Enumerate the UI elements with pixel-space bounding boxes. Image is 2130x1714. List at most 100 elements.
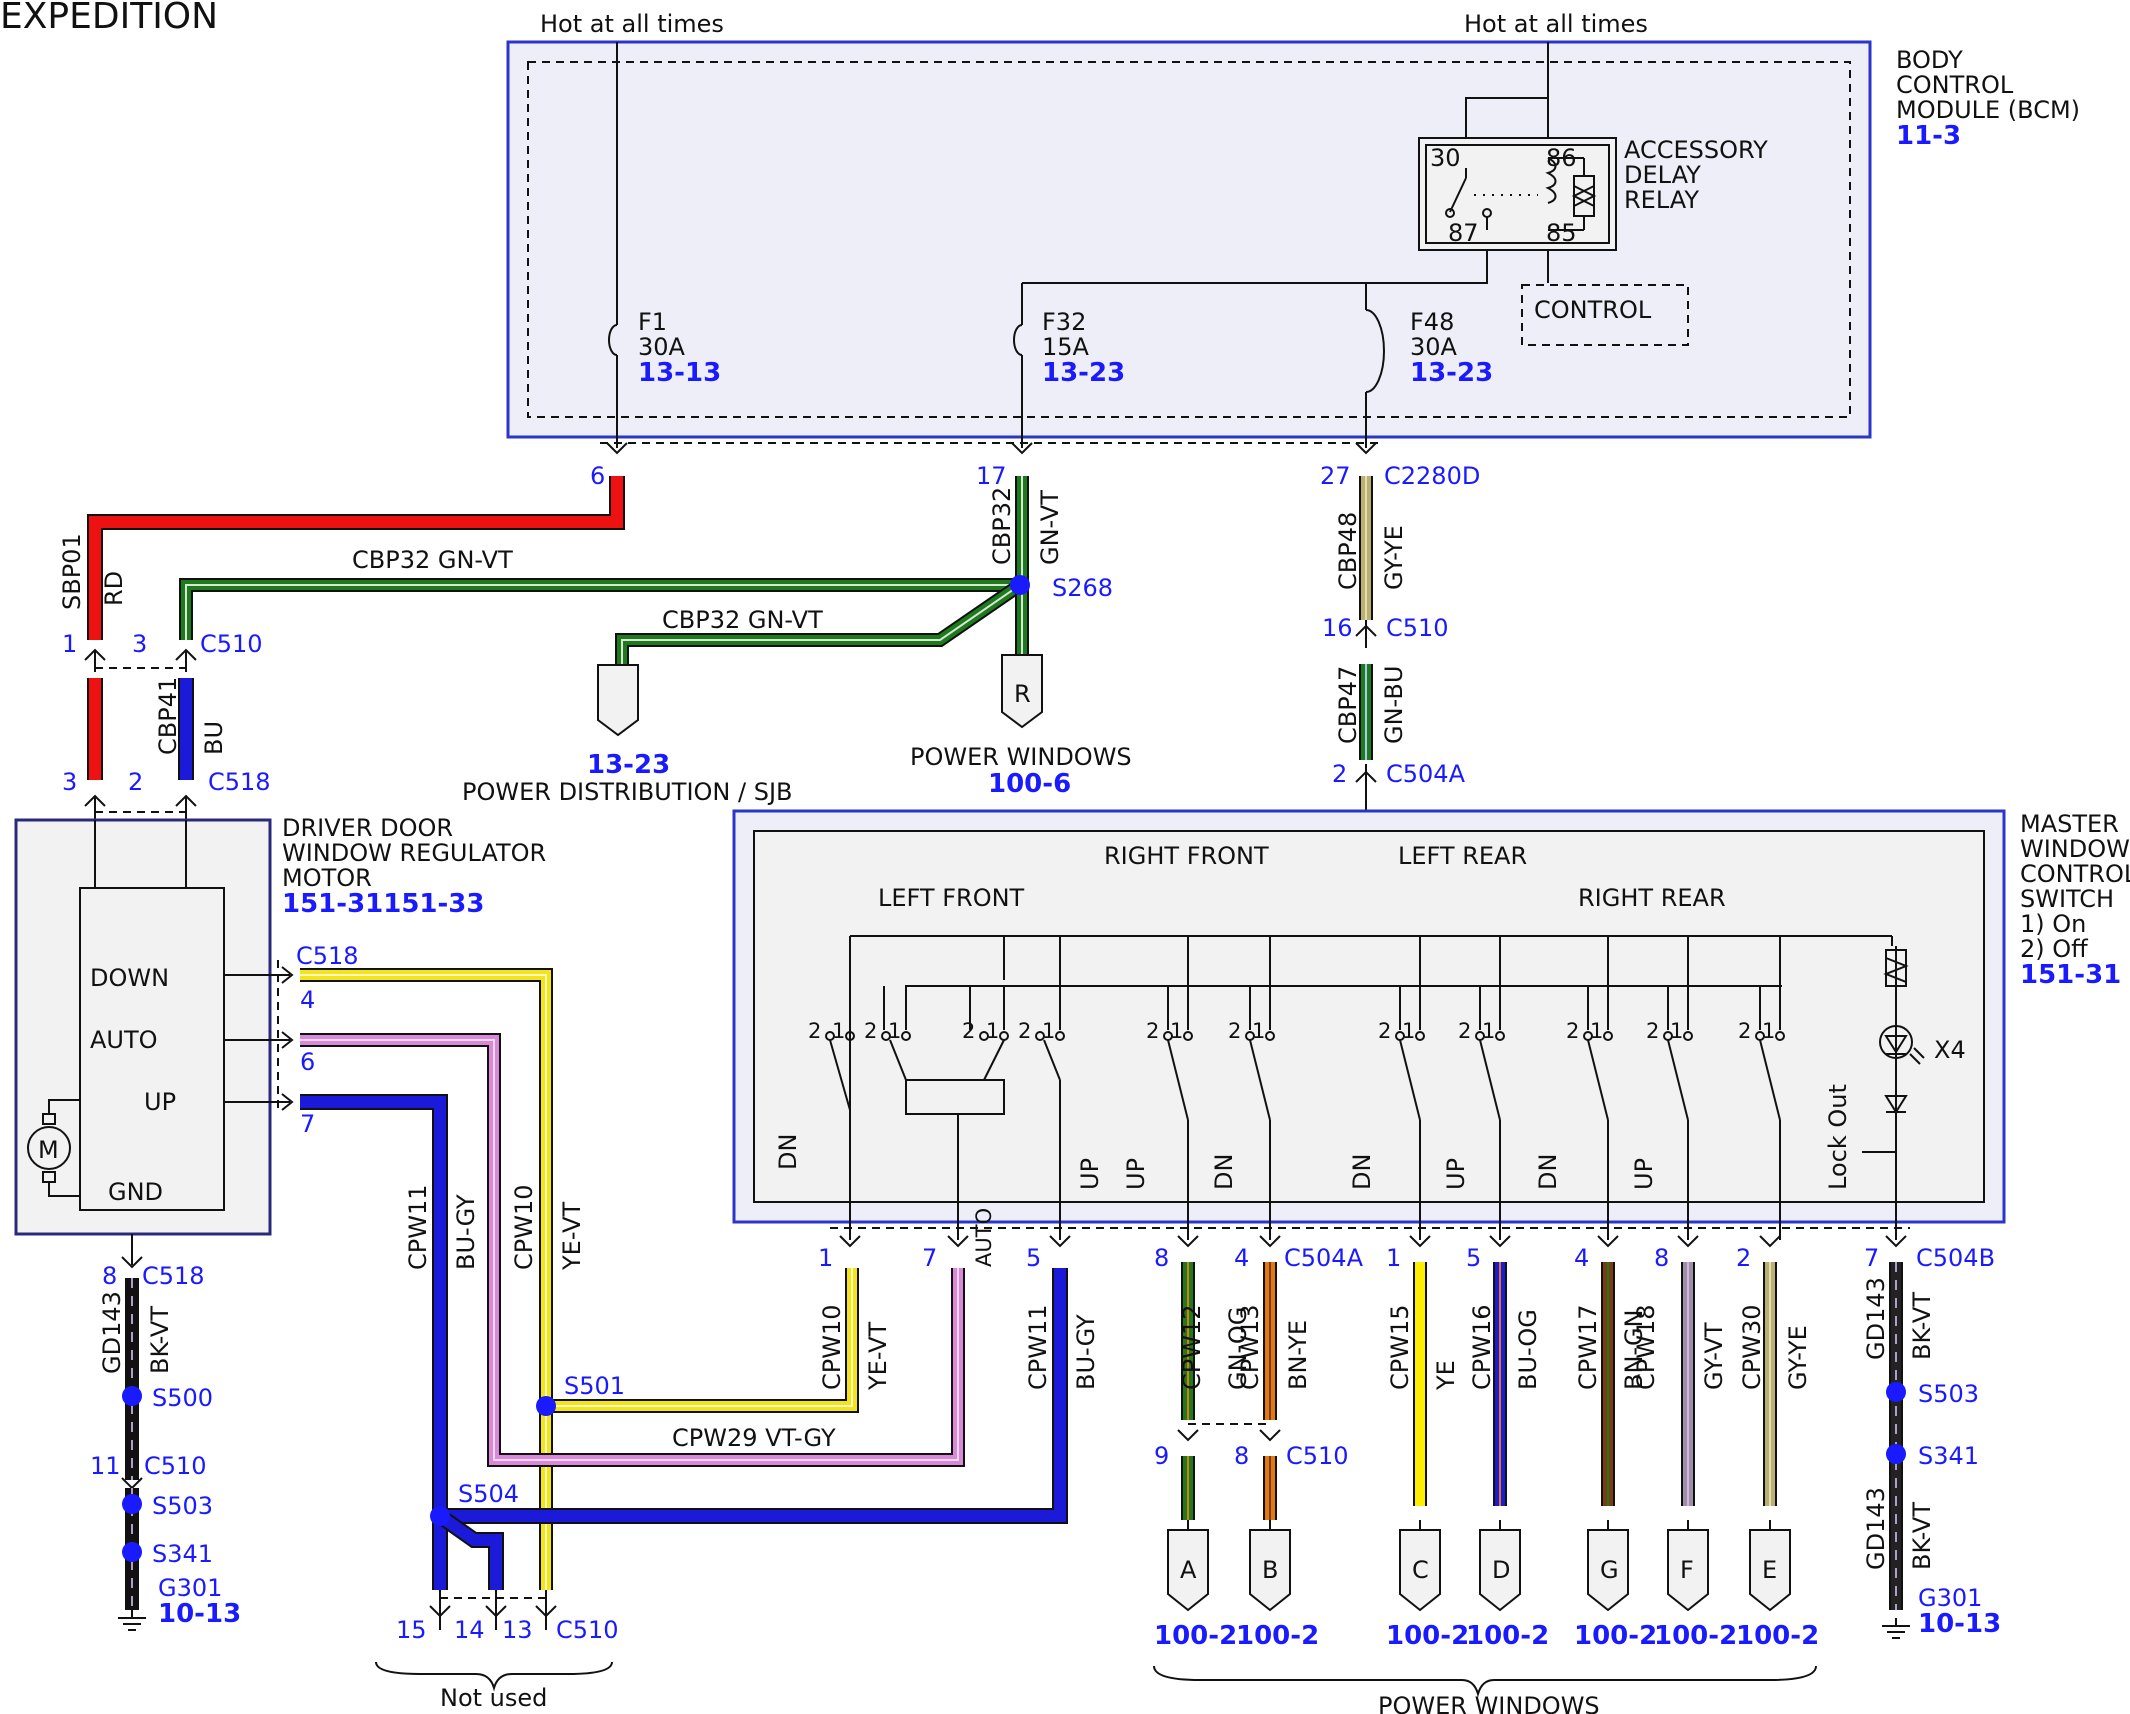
contact-label: 2 xyxy=(1646,1019,1659,1043)
connector-psjb xyxy=(597,664,639,737)
bcm-name-3: MODULE (BCM) xyxy=(1896,96,2080,124)
fuse-f48-name: F48 xyxy=(1410,308,1454,336)
connector-c xyxy=(1399,1529,1441,1612)
connector-c2280d: C2280D xyxy=(1384,462,1480,490)
c510-bottom-connector xyxy=(429,1590,557,1630)
contact-label: 1 xyxy=(832,1019,845,1043)
splice-s341-right-label: S341 xyxy=(1918,1442,1979,1470)
c510-c518-connectors xyxy=(84,648,197,820)
splice-s341-left-label: S341 xyxy=(152,1540,213,1568)
contact-label: 2 xyxy=(1378,1019,1391,1043)
fuse-f1 xyxy=(608,324,618,356)
motor-output-lines xyxy=(224,960,294,1112)
connector-f-ref: 100-2 xyxy=(1654,1621,1737,1651)
pin-c518-4: 4 xyxy=(300,986,315,1014)
connector-b-ref: 100-2 xyxy=(1236,1621,1319,1651)
pin-c504a-2: 2 xyxy=(1332,760,1347,788)
wire-gnvt-v-label: GN-VT xyxy=(1036,490,1064,565)
wire-cpw11-left-label: CPW11 xyxy=(404,1185,432,1271)
bcm-name-2: CONTROL xyxy=(1896,71,2014,99)
pin-sw-8: 8 xyxy=(1154,1244,1169,1272)
switch-name-3: CONTROL xyxy=(2020,860,2130,888)
section-right-rear: RIGHT REAR xyxy=(1578,884,1726,912)
wire-cbp48-label: CBP48 xyxy=(1334,512,1362,590)
c510-lower-arrows xyxy=(1177,1429,1281,1442)
splice-s341-right xyxy=(1886,1444,1906,1464)
pin-arrow xyxy=(1409,1235,1431,1248)
connector-c510-b: C510 xyxy=(1386,614,1449,642)
pin-arrow xyxy=(1177,1235,1199,1248)
section-left-front: LEFT FRONT xyxy=(878,884,1025,912)
wire-cbp47-label: CBP47 xyxy=(1334,666,1362,744)
contact-label: 2 xyxy=(808,1019,821,1043)
wire-bugy-left-label: BU-GY xyxy=(452,1194,480,1270)
connector-psjb-name: POWER DISTRIBUTION / SJB xyxy=(462,778,793,806)
splice-s268-label: S268 xyxy=(1052,574,1113,602)
switch-bus xyxy=(849,935,1893,1178)
contact-label: 2 xyxy=(1146,1019,1159,1043)
ground-right-name: G301 xyxy=(1918,1584,1982,1612)
wire-cpw17-label: CPW17 xyxy=(1574,1305,1602,1391)
power-windows-brace xyxy=(1153,1665,1817,1698)
dir-label-1: UP xyxy=(1076,1158,1104,1190)
pin-sw-8b: 8 xyxy=(1654,1244,1669,1272)
pin-arrow xyxy=(839,1235,861,1248)
ground-symbol-left xyxy=(118,1610,146,1631)
connector-a-letter: A xyxy=(1180,1556,1197,1584)
splice-s503-right xyxy=(1886,1382,1906,1402)
relay-name-1: ACCESSORY xyxy=(1624,136,1768,164)
wire-cbp32-mid-stripe xyxy=(621,584,1021,665)
relay-pin-86: 86 xyxy=(1546,144,1577,172)
splice-s500-label: S500 xyxy=(152,1384,213,1412)
wire-gd143-left-label: GD143 xyxy=(98,1291,126,1374)
wire-bu-label: BU xyxy=(200,721,228,755)
pin-arrow xyxy=(1489,1235,1511,1248)
wire-gyye2-label: GY-YE xyxy=(1784,1325,1812,1390)
pin-c510-15: 15 xyxy=(396,1616,427,1644)
connector-c510-c: C510 xyxy=(144,1452,207,1480)
pin-bcm-27: 27 xyxy=(1320,462,1351,490)
switch-name-2: WINDOW xyxy=(2020,835,2130,863)
connector-c-letter: C xyxy=(1412,1556,1429,1584)
motor-name-3: MOTOR xyxy=(282,864,372,892)
control-label: CONTROL xyxy=(1534,296,1652,324)
wire-cpw12-label: CPW12 xyxy=(1178,1305,1206,1391)
wire-cbp41-label: CBP41 xyxy=(154,677,182,755)
motor-name-2: WINDOW REGULATOR xyxy=(282,839,546,867)
bcm-pin-arrows xyxy=(606,442,1377,455)
connector-c504b: C504B xyxy=(1916,1244,1995,1272)
fuse-f32-ref: 13-23 xyxy=(1042,358,1125,388)
wire-cbp32-top xyxy=(181,580,1020,640)
connector-c504a-b: C504A xyxy=(1284,1244,1364,1272)
wire-buog-label: BU-OG xyxy=(1514,1309,1542,1390)
relay-pin-30: 30 xyxy=(1430,144,1461,172)
hot-label-left: Hot at all times xyxy=(540,10,724,38)
contact-label: 2 xyxy=(1738,1019,1751,1043)
section-right-front: RIGHT FRONT xyxy=(1104,842,1269,870)
switch-name-1: MASTER xyxy=(2020,810,2119,838)
switch-auto-label: AUTO xyxy=(972,1208,996,1267)
pin-c510-3: 3 xyxy=(132,630,147,658)
contact-label: 1 xyxy=(1170,1019,1183,1043)
connector-a-ref: 100-2 xyxy=(1154,1621,1237,1651)
wire-bngn-label: BN-GN xyxy=(1620,1309,1648,1390)
fuse-f32-name: F32 xyxy=(1042,308,1086,336)
pin-arrow xyxy=(947,1235,969,1248)
connector-b xyxy=(1249,1529,1291,1612)
wire-ye-label: YE xyxy=(1432,1360,1460,1391)
pin-c518-7: 7 xyxy=(300,1110,315,1138)
relay-pin-87: 87 xyxy=(1448,219,1479,247)
pin-arrow xyxy=(1759,1235,1781,1248)
pin-c518-2: 2 xyxy=(128,768,143,796)
connector-g xyxy=(1587,1529,1629,1612)
pin-c510-9: 9 xyxy=(1154,1442,1169,1470)
bcm-name-1: BODY xyxy=(1896,46,1963,74)
wire-bkvt-r1-label: BK-VT xyxy=(1908,1292,1936,1360)
pin-arrow xyxy=(1677,1235,1699,1248)
pin-c510-11: 11 xyxy=(90,1452,121,1480)
pin-sw-2b: 2 xyxy=(1736,1244,1751,1272)
switch-contacts xyxy=(825,1031,1785,1121)
wire-cpw10-right-stripe xyxy=(546,1268,853,1407)
connector-r xyxy=(1001,654,1043,729)
motor-name-1: DRIVER DOOR xyxy=(282,814,453,842)
